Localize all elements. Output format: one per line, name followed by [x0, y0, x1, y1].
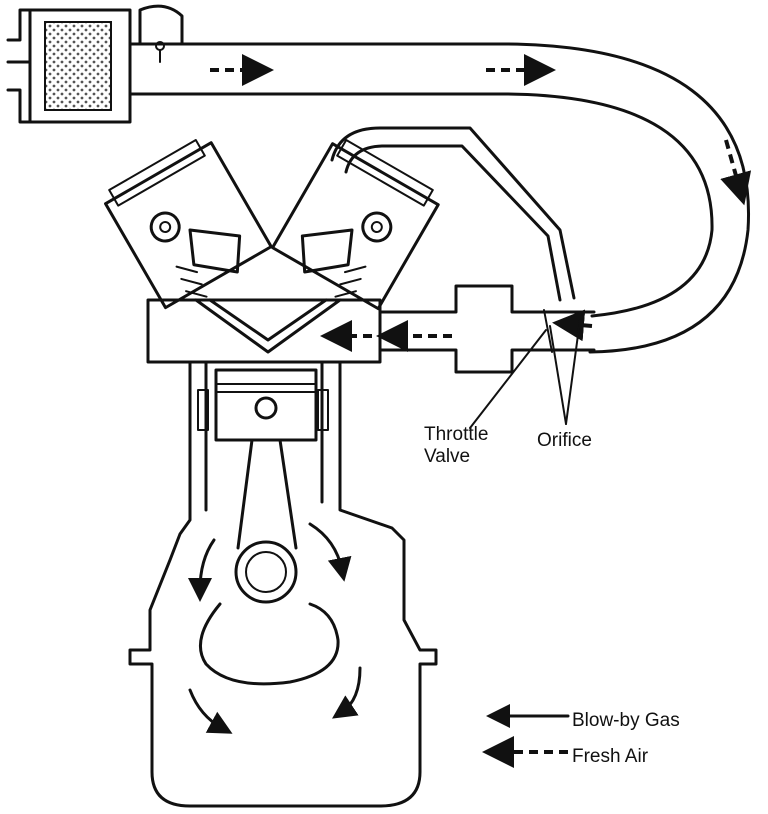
left-cylinder-head [104, 139, 273, 310]
throttle-label-line2: Valve [424, 446, 471, 467]
engine-block [128, 360, 438, 808]
throttle-pointer [469, 329, 547, 429]
right-cylinder-head [271, 139, 440, 311]
throttle-valve [543, 309, 553, 353]
legend [482, 704, 570, 768]
fresh-air-duct [128, 42, 752, 354]
orifice-pointer [565, 319, 581, 425]
piston [214, 368, 318, 442]
air-filter-element [44, 21, 112, 111]
fresh-air-arrow [720, 139, 752, 206]
blow-by-arrows [188, 522, 362, 734]
crankshaft-counterweight [198, 602, 340, 686]
connecting-rod [234, 438, 298, 604]
intake-manifold [146, 298, 382, 364]
fresh-air-arrow [552, 309, 593, 342]
breather-hose [330, 126, 576, 302]
throttle-valve-label: Throttle Valve [424, 424, 488, 468]
orifice-pointer [549, 325, 567, 425]
legend-fresh-air-label: Fresh Air [572, 746, 649, 767]
breather-valve [138, 4, 184, 46]
orifice-label: Orifice [537, 430, 592, 451]
air-cleaner [6, 4, 184, 124]
legend-blow-by-label: Blow-by Gas [572, 710, 680, 731]
throttle-label-line1: Throttle [424, 424, 489, 445]
throttle-body [320, 284, 596, 374]
